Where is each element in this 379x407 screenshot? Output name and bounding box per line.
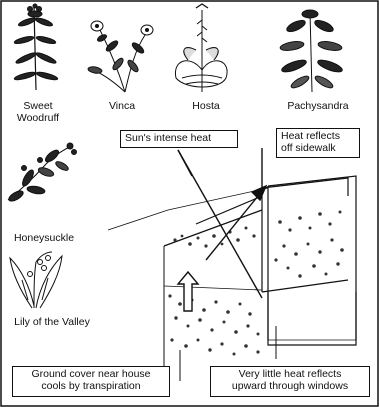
callout-ground-cover-line1: Ground cover near house xyxy=(17,368,165,380)
label-hosta: Hosta xyxy=(186,100,226,112)
label-pachysandra: Pachysandra xyxy=(282,100,354,112)
callout-little-heat: Very little heat reflects upward through… xyxy=(210,366,370,397)
label-pachysandra-line1: Pachysandra xyxy=(282,100,354,112)
label-sweet-woodruff-line2: Woodruff xyxy=(14,112,62,124)
callout-heat-reflects: Heat reflects off sidewalk xyxy=(276,128,360,158)
heat-reflect-arrow xyxy=(206,148,266,260)
label-honeysuckle: Honeysuckle xyxy=(8,232,80,244)
label-hosta-line1: Hosta xyxy=(186,100,226,112)
label-sweet-woodruff-line1: Sweet xyxy=(14,100,62,112)
callout-little-heat-line2: upward through windows xyxy=(215,380,365,392)
lily-of-the-valley-icon xyxy=(10,252,62,308)
callout-ground-cover: Ground cover near house cools by transpi… xyxy=(12,366,170,397)
label-lily-line1: Lily of the Valley xyxy=(4,316,100,328)
label-sweet-woodruff: Sweet Woodruff xyxy=(14,100,62,124)
callout-heat-reflects-line2: off sidewalk xyxy=(281,142,355,154)
label-vinca: Vinca xyxy=(102,100,142,112)
label-lily-of-the-valley: Lily of the Valley xyxy=(4,316,100,328)
hosta-icon xyxy=(175,4,227,92)
callout-ground-cover-line2: cools by transpiration xyxy=(17,380,165,392)
vinca-icon xyxy=(88,21,153,92)
callout-sun-heat-text: Sun's intense heat xyxy=(125,132,211,144)
sweet-woodruff-icon xyxy=(14,4,59,90)
label-honeysuckle-line1: Honeysuckle xyxy=(8,232,80,244)
label-vinca-line1: Vinca xyxy=(102,100,142,112)
house-window-diagram xyxy=(108,176,356,372)
callout-heat-reflects-line1: Heat reflects xyxy=(281,130,355,142)
honeysuckle-icon xyxy=(7,143,76,203)
callout-little-heat-line1: Very little heat reflects xyxy=(215,368,365,380)
callout-sun-heat: Sun's intense heat xyxy=(120,130,238,148)
pachysandra-icon xyxy=(279,10,343,92)
